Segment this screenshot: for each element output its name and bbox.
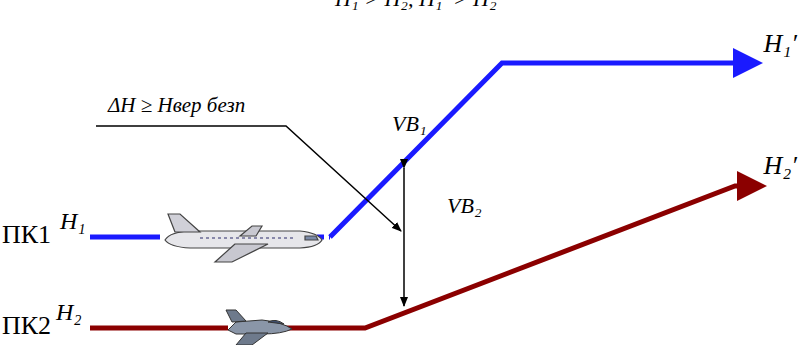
airliner-icon (165, 214, 322, 262)
trajectory-2 (90, 186, 752, 328)
jet-icon (226, 310, 292, 345)
speed-label: VВ₁ (392, 112, 427, 136)
separation-arrow (403, 168, 405, 306)
leader-line (96, 126, 401, 231)
altitude-label: H₂ (56, 299, 82, 325)
aircraft-label: ПК1 (2, 221, 51, 250)
altitude-label: H₁′ (763, 30, 797, 59)
separation-label: ΔH ≥ Hвер безп (108, 94, 245, 117)
aircraft-label: ПК2 (2, 312, 51, 341)
condition-note: H₁ > H₂, H₁′ > H₂′ (335, 0, 501, 11)
trajectory-1 (90, 63, 748, 237)
altitude-label: H₁ (60, 208, 86, 234)
altitude-label: H₂′ (763, 152, 797, 181)
speed-label: VВ₂ (447, 194, 482, 218)
